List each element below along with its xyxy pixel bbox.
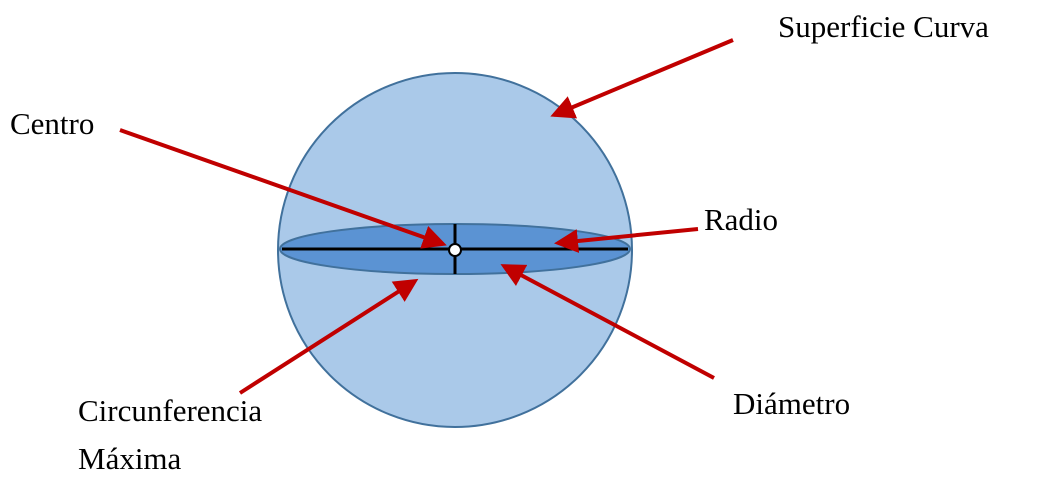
label-radio: Radio xyxy=(704,202,778,237)
label-superficie-curva: Superficie Curva xyxy=(778,9,989,44)
center-point xyxy=(448,243,462,257)
label-centro: Centro xyxy=(10,106,94,141)
arrow-superficie xyxy=(550,38,734,119)
arrow-diametro xyxy=(500,264,715,380)
arrow-radio xyxy=(554,227,699,253)
arrow-circunferencia xyxy=(238,278,419,395)
label-diametro: Diámetro xyxy=(733,386,850,421)
label-circunferencia-line2: Máxima xyxy=(78,441,182,476)
label-circunferencia-line1: Circunferencia xyxy=(78,393,262,428)
arrow-centro xyxy=(119,128,447,249)
